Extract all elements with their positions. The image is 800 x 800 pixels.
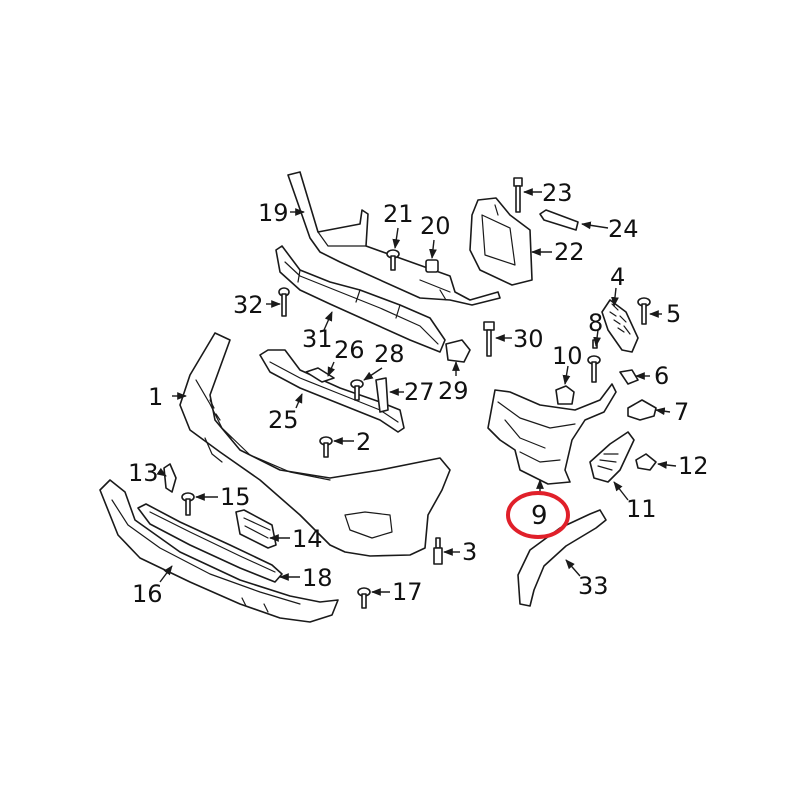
- part-16-lower-spoiler[interactable]: [99, 479, 339, 623]
- callout-19[interactable]: 19: [258, 199, 289, 227]
- part-12-clip[interactable]: [635, 453, 657, 471]
- highlight-circle: [506, 491, 570, 539]
- part-10-screw[interactable]: [587, 355, 601, 383]
- part-9-side-bracket[interactable]: [487, 383, 617, 485]
- part-26-clip[interactable]: [305, 367, 335, 383]
- callout-10[interactable]: 10: [552, 342, 583, 370]
- callout-16[interactable]: 16: [132, 580, 163, 608]
- callout-14[interactable]: 14: [292, 525, 323, 553]
- callout-6[interactable]: 6: [654, 362, 669, 390]
- part-15-screw[interactable]: [181, 492, 195, 516]
- callout-17[interactable]: 17: [392, 578, 423, 606]
- part-7-clip[interactable]: [627, 399, 657, 421]
- callout-33[interactable]: 33: [578, 572, 609, 600]
- callout-26[interactable]: 26: [334, 336, 365, 364]
- part-20-clip[interactable]: [425, 259, 439, 273]
- part-27-bracket[interactable]: [375, 377, 389, 413]
- callout-5[interactable]: 5: [666, 300, 681, 328]
- callout-1[interactable]: 1: [148, 383, 163, 411]
- part-29-bracket[interactable]: [445, 339, 471, 363]
- part-30-bolt[interactable]: [483, 321, 495, 357]
- callout-32[interactable]: 32: [233, 291, 264, 319]
- part-21-screw[interactable]: [386, 249, 400, 271]
- part-22-bracket-plate[interactable]: [469, 197, 533, 286]
- part-14-plate-bracket[interactable]: [235, 509, 277, 549]
- callout-12[interactable]: 12: [678, 452, 709, 480]
- callout-25[interactable]: 25: [268, 406, 299, 434]
- callout-20[interactable]: 20: [420, 212, 451, 240]
- callout-21[interactable]: 21: [383, 200, 414, 228]
- callout-11[interactable]: 11: [626, 495, 657, 523]
- part-23-bolt[interactable]: [513, 177, 523, 213]
- part-31-bumper-reinforcement[interactable]: [275, 245, 446, 353]
- callout-28[interactable]: 28: [374, 340, 405, 368]
- callout-9[interactable]: 9: [531, 501, 548, 531]
- callout-27[interactable]: 27: [404, 378, 435, 406]
- callout-2[interactable]: 2: [356, 428, 371, 456]
- part-25-lower-beam[interactable]: [259, 349, 405, 433]
- part-13-trim-piece[interactable]: [163, 463, 177, 493]
- part-24-strip[interactable]: [539, 209, 579, 231]
- callout-29[interactable]: 29: [438, 377, 469, 405]
- part-5-screw[interactable]: [637, 297, 651, 325]
- callout-13[interactable]: 13: [128, 459, 159, 487]
- part-32-screw[interactable]: [278, 287, 290, 317]
- part-33-arch-trim[interactable]: [517, 509, 607, 607]
- part-2-screw[interactable]: [319, 436, 333, 458]
- callout-8[interactable]: 8: [588, 309, 603, 337]
- part-19-upper-carrier[interactable]: [287, 171, 501, 306]
- callout-4[interactable]: 4: [610, 263, 625, 291]
- callout-15[interactable]: 15: [220, 483, 251, 511]
- leader-lines: [156, 188, 677, 596]
- callout-24[interactable]: 24: [608, 215, 639, 243]
- part-11-vent-insert[interactable]: [589, 431, 635, 483]
- part-3-pin[interactable]: [433, 537, 443, 565]
- part-1-bumper-cover[interactable]: [179, 332, 451, 557]
- callout-7[interactable]: 7: [674, 398, 689, 426]
- part-4-grille-insert[interactable]: [601, 299, 639, 353]
- callout-18[interactable]: 18: [302, 564, 333, 592]
- callout-23[interactable]: 23: [542, 179, 573, 207]
- callout-22[interactable]: 22: [554, 238, 585, 266]
- hardware-parts: [181, 177, 657, 609]
- callout-3[interactable]: 3: [462, 538, 477, 566]
- callout-30[interactable]: 30: [513, 325, 544, 353]
- part-17-screw[interactable]: [357, 587, 371, 609]
- callout-31[interactable]: 31: [302, 325, 333, 353]
- part-6-clip[interactable]: [619, 369, 639, 385]
- part-28-screw[interactable]: [350, 379, 364, 401]
- callout-labels: 19 21 20 23 24 22 32 31 30 4 5 8 10 6 7 …: [128, 179, 709, 608]
- part-9-clip[interactable]: [555, 385, 575, 405]
